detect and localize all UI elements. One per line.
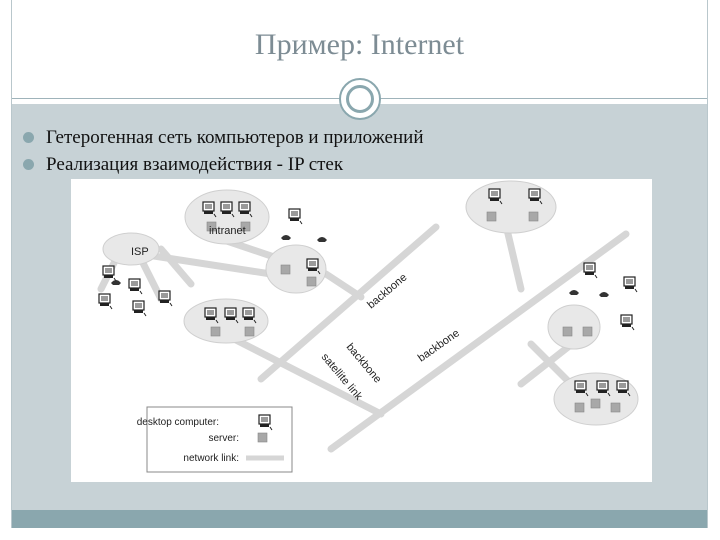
phones <box>111 235 609 297</box>
legend-server-icon <box>257 432 268 443</box>
bullet-list: Гетерогенная сеть компьютеров и приложен… <box>20 124 424 178</box>
footer-bar <box>12 510 707 528</box>
backbone-label-1: backbone <box>365 271 409 311</box>
slide-title: Пример: Internet <box>254 28 465 61</box>
legend: desktop computer: server: network link: <box>137 406 293 473</box>
bullet-dot-icon <box>23 132 34 143</box>
bullet-item: Гетерогенная сеть компьютеров и приложен… <box>20 124 424 151</box>
bullet-dot-icon <box>23 159 34 170</box>
circle-ornament-icon <box>339 78 381 120</box>
bullet-item: Реализация взаимодействия - IP стек <box>20 151 424 178</box>
intranet-label: intranet <box>209 225 246 237</box>
isp-label: ISP <box>131 246 149 258</box>
legend-desktop-label: desktop computer: <box>137 417 219 428</box>
legend-server-label: server: <box>208 433 239 444</box>
legend-link-label: network link: <box>183 453 239 464</box>
slide-frame <box>11 0 708 528</box>
internet-diagram: intranet ISP backbone backbone backbone … <box>71 179 652 482</box>
